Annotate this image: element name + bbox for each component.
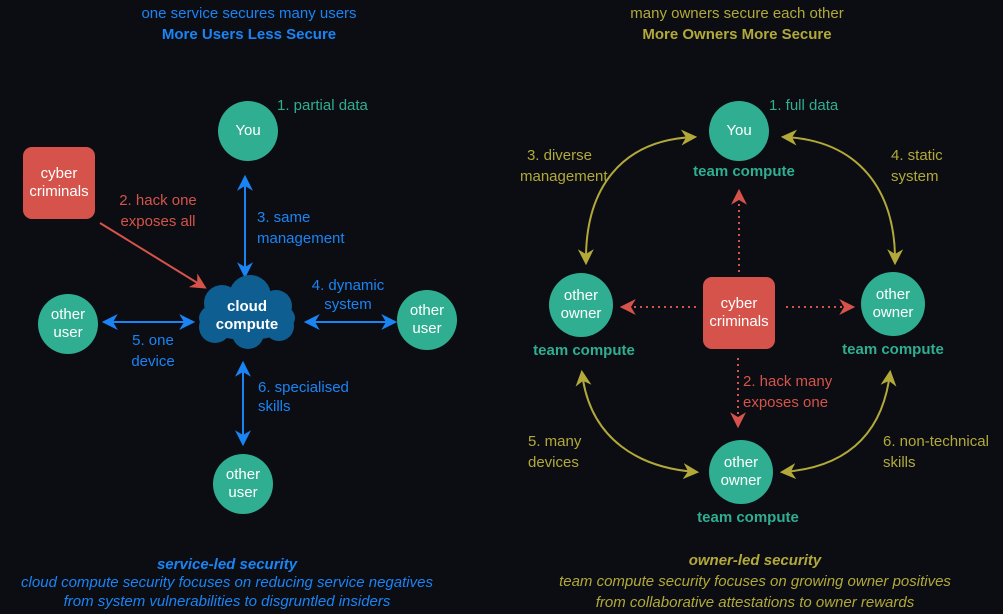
- team-compute-label-bottom: team compute: [697, 509, 799, 526]
- left-title: More Users Less Secure: [161, 26, 337, 43]
- arrow-criminals-cloud: [99, 222, 207, 289]
- hack-many-label: 2. hack many exposes one: [743, 373, 833, 411]
- other-owner-node-left[interactable]: other owner: [549, 273, 613, 337]
- other-owner-node-right[interactable]: other owner: [861, 272, 925, 336]
- partial-data-label: 1. partial data: [277, 97, 368, 114]
- you-node-left[interactable]: You: [218, 101, 278, 161]
- other-user-node-left[interactable]: other user: [38, 294, 98, 354]
- team-compute-label-right: team compute: [842, 341, 944, 358]
- you-node-right[interactable]: You: [709, 101, 769, 161]
- you-node-label: You: [726, 122, 752, 139]
- many-devices-label: 5. many devices: [528, 433, 582, 471]
- team-compute-label-left: team compute: [533, 342, 635, 359]
- right-footer-line2: from collaborative attestations to owner…: [595, 594, 915, 611]
- left-footer-line1: cloud compute security focuses on reduci…: [21, 574, 433, 591]
- hack-one-label: 2. hack one exposes all: [119, 192, 197, 230]
- arrow-you-right-owner: [780, 129, 904, 266]
- static-system-label: 4. static system: [891, 147, 943, 185]
- right-footer-title: owner-led security: [688, 552, 822, 569]
- team-compute-label-top: team compute: [693, 163, 795, 180]
- diverse-management-text: 3. diverse management: [520, 147, 608, 185]
- left-footer-line2: from system vulnerabilities to disgruntl…: [63, 593, 391, 610]
- right-title: More Owners More Secure: [642, 26, 832, 43]
- full-data-label: 1. full data: [769, 97, 839, 114]
- you-node-label: You: [235, 122, 261, 139]
- cyber-criminals-box-left[interactable]: cyber criminals: [23, 147, 95, 219]
- right-footer-line1: team compute security focuses on growing…: [559, 573, 951, 590]
- other-user-node-bottom[interactable]: other user: [213, 454, 273, 514]
- left-subtitle: one service secures many users: [141, 5, 357, 22]
- cloud-compute-label[interactable]: cloud compute: [215, 298, 279, 333]
- left-footer-title: service-led security: [156, 556, 298, 573]
- arrow-right-owner-bottom-owner: [779, 369, 897, 480]
- specialised-skills-label: 6. specialised skills: [258, 379, 349, 415]
- non-technical-skills-label: 6. non-technical skills: [883, 433, 989, 471]
- arrow-left-owner-bottom-owner: [575, 369, 700, 480]
- right-subtitle: many owners secure each other: [630, 5, 844, 22]
- other-user-node-right[interactable]: other user: [397, 290, 457, 350]
- one-device-label: 5. one device: [131, 332, 175, 370]
- same-management-label: 3. same management: [257, 209, 345, 247]
- other-owner-node-bottom[interactable]: other owner: [709, 440, 773, 504]
- cloud-shape: [199, 275, 295, 349]
- dynamic-system-label: 4. dynamic system: [311, 277, 385, 313]
- cyber-criminals-box-right[interactable]: cyber criminals: [703, 277, 775, 349]
- diverse-management-label: 3. diverse management: [520, 145, 608, 187]
- arrow-you-left-owner: [577, 129, 698, 266]
